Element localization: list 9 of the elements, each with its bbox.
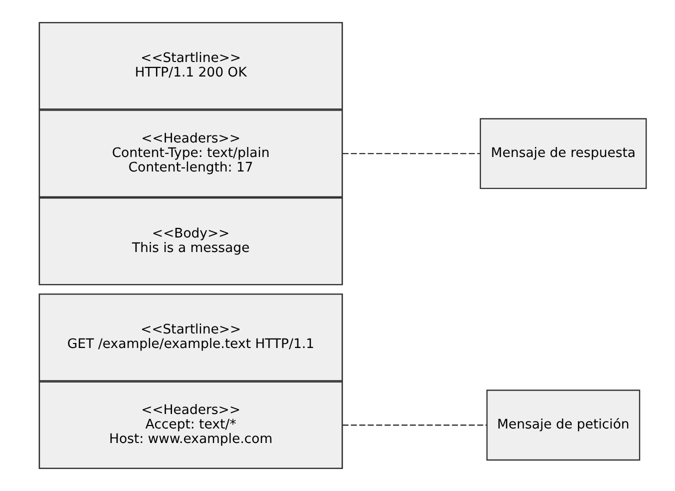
connector bbox=[342, 424, 486, 426]
node-box: <<Headers>> Content-Type: text/plain Content-length: 17 bbox=[38, 110, 342, 198]
connector bbox=[342, 152, 480, 154]
node-box: Mensaje de petición bbox=[486, 390, 640, 461]
node-box: Mensaje de respuesta bbox=[479, 118, 646, 190]
node-box: <<Body>> This is a message bbox=[38, 197, 342, 286]
node-box: <<Headers>> Accept: text/* Host: www.example.com bbox=[38, 381, 342, 469]
node-box: <<Startline>> HTTP/1.1 200 OK bbox=[38, 22, 342, 110]
node-box: <<Startline>> GET /example/example.text HTTP/1.1 bbox=[38, 294, 342, 382]
